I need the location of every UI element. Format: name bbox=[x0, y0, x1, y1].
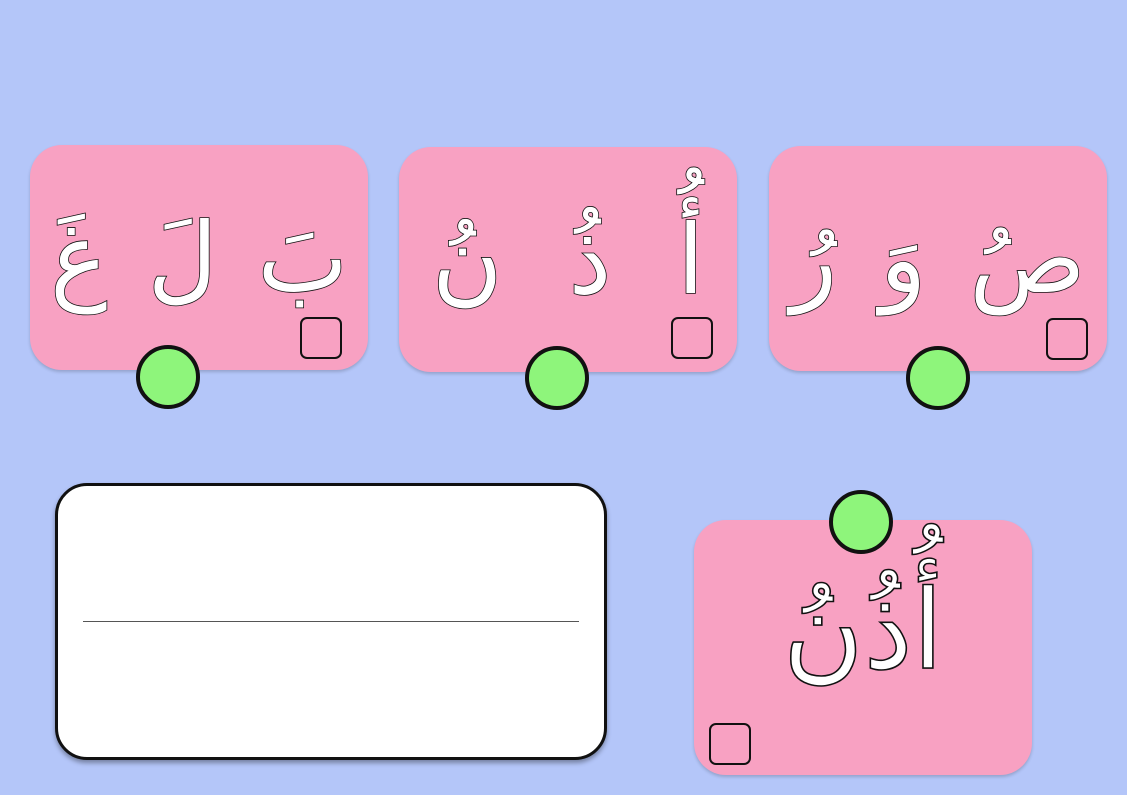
letter-group: بَ لَ غَ bbox=[30, 145, 368, 370]
letter-tile: نُ bbox=[431, 203, 503, 316]
letter-tile: وَ bbox=[879, 202, 927, 315]
connector-dot[interactable] bbox=[906, 346, 970, 410]
letter-group: صُ وَ رُ bbox=[769, 146, 1107, 371]
card-checkbox[interactable] bbox=[671, 317, 713, 359]
letter-tile: رُ bbox=[790, 202, 838, 315]
answer-box[interactable] bbox=[55, 483, 607, 760]
card-checkbox[interactable] bbox=[300, 317, 342, 359]
letter-tile: غَ bbox=[49, 201, 108, 314]
letter-tile: بَ bbox=[257, 201, 349, 314]
letter-card-1[interactable]: بَ لَ غَ bbox=[30, 145, 368, 370]
letter-card-2[interactable]: أُ ذُ نُ bbox=[399, 147, 737, 372]
connector-dot[interactable] bbox=[525, 346, 589, 410]
letter-group: أُ ذُ نُ bbox=[399, 147, 737, 372]
word-card[interactable]: أُذُنُ bbox=[694, 520, 1032, 775]
letter-card-3[interactable]: صُ وَ رُ bbox=[769, 146, 1107, 371]
connector-dot[interactable] bbox=[136, 345, 200, 409]
card-checkbox[interactable] bbox=[709, 723, 751, 765]
word-text: أُذُنُ bbox=[782, 566, 944, 694]
word-container: أُذُنُ bbox=[694, 574, 1032, 686]
letter-tile: صُ bbox=[969, 202, 1087, 315]
writing-line bbox=[83, 621, 579, 622]
letter-tile: أُ bbox=[677, 203, 705, 316]
letter-tile: ذُ bbox=[568, 203, 612, 316]
connector-dot[interactable] bbox=[829, 490, 893, 554]
card-checkbox[interactable] bbox=[1046, 318, 1088, 360]
letter-tile: لَ bbox=[147, 201, 218, 314]
